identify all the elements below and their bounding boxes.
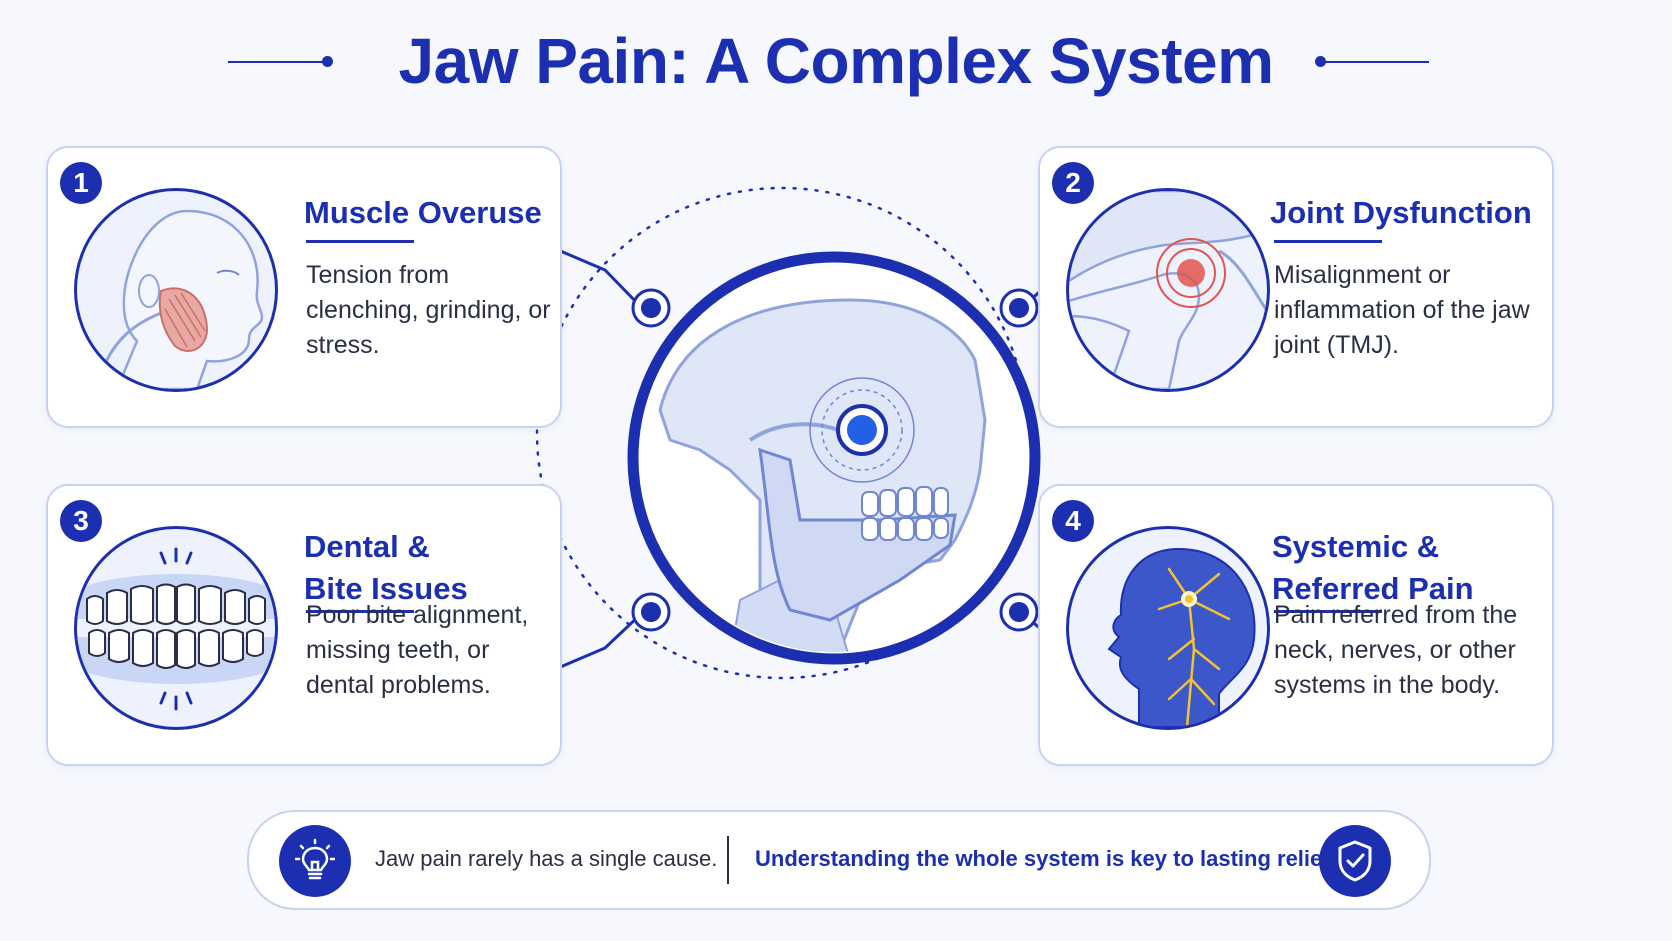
card-description: Tension from clenching, grinding, or str… <box>306 261 551 359</box>
connector-3 <box>557 611 644 670</box>
card-title-line-1: Dental & <box>304 529 430 564</box>
title-decoration-line-left <box>228 61 326 63</box>
connectors <box>557 248 1113 670</box>
shield-check-icon <box>1319 825 1391 897</box>
face-muscle-icon <box>74 188 278 392</box>
card-dental-bite-issues: 3 <box>46 484 562 766</box>
title-underline <box>306 240 414 243</box>
nerve-head-icon <box>1066 526 1270 730</box>
card-description: Poor bite alignment, missing teeth, or d… <box>306 601 529 699</box>
summary-banner: Jaw pain rarely has a single cause. Unde… <box>247 810 1431 910</box>
number-badge: 3 <box>60 500 102 542</box>
jaw-skull-icon <box>627 251 1041 665</box>
card-title-line-2: Bite Issues <box>304 571 468 606</box>
connector-nodes <box>631 288 1039 632</box>
teeth-icon <box>74 526 278 730</box>
lightbulb-icon <box>279 825 351 897</box>
card-muscle-overuse: 1 Muscle Overuse Tension from clenching,… <box>46 146 562 428</box>
title-area: Jaw Pain: A Complex System <box>0 18 1672 98</box>
divider <box>727 836 729 884</box>
skull-illustration <box>658 298 987 652</box>
node-4 <box>999 592 1039 632</box>
card-joint-dysfunction: 2 Joint Dysfunction Misalignment or infl… <box>1038 146 1554 428</box>
title-decoration-dot-right <box>1315 56 1326 67</box>
dotted-orbit <box>535 186 1029 680</box>
node-1 <box>631 288 671 328</box>
node-3 <box>631 592 671 632</box>
card-title-line-2: Referred Pain <box>1272 571 1474 606</box>
connector-1 <box>557 248 644 310</box>
card-title: Muscle Overuse <box>304 195 542 230</box>
title-decoration-line-right <box>1325 61 1429 63</box>
card-systemic-referred-pain: 4 Systemic & Referred Pain Pain referred… <box>1038 484 1554 766</box>
summary-text-left: Jaw pain rarely has a single cause. <box>375 846 718 871</box>
tmj-joint-icon <box>1066 188 1270 392</box>
title-decoration-dot-left <box>322 56 333 67</box>
card-title: Joint Dysfunction <box>1270 195 1532 230</box>
number-badge: 2 <box>1052 162 1094 204</box>
card-description: Pain referred from the neck, nerves, or … <box>1274 601 1518 699</box>
number-badge: 1 <box>60 162 102 204</box>
node-2 <box>999 288 1039 328</box>
card-description: Misalignment or inflammation of the jaw … <box>1274 261 1530 359</box>
number-badge: 4 <box>1052 500 1094 542</box>
card-title: Dental & Bite Issues <box>304 526 554 610</box>
title-underline <box>1274 610 1382 613</box>
card-title: Systemic & Referred Pain <box>1272 526 1542 610</box>
page-title: Jaw Pain: A Complex System <box>398 25 1275 97</box>
title-underline <box>1274 240 1382 243</box>
title-underline <box>306 610 414 613</box>
summary-text-right: Understanding the whole system is key to… <box>755 846 1336 871</box>
card-title-line-1: Systemic & <box>1272 529 1440 564</box>
